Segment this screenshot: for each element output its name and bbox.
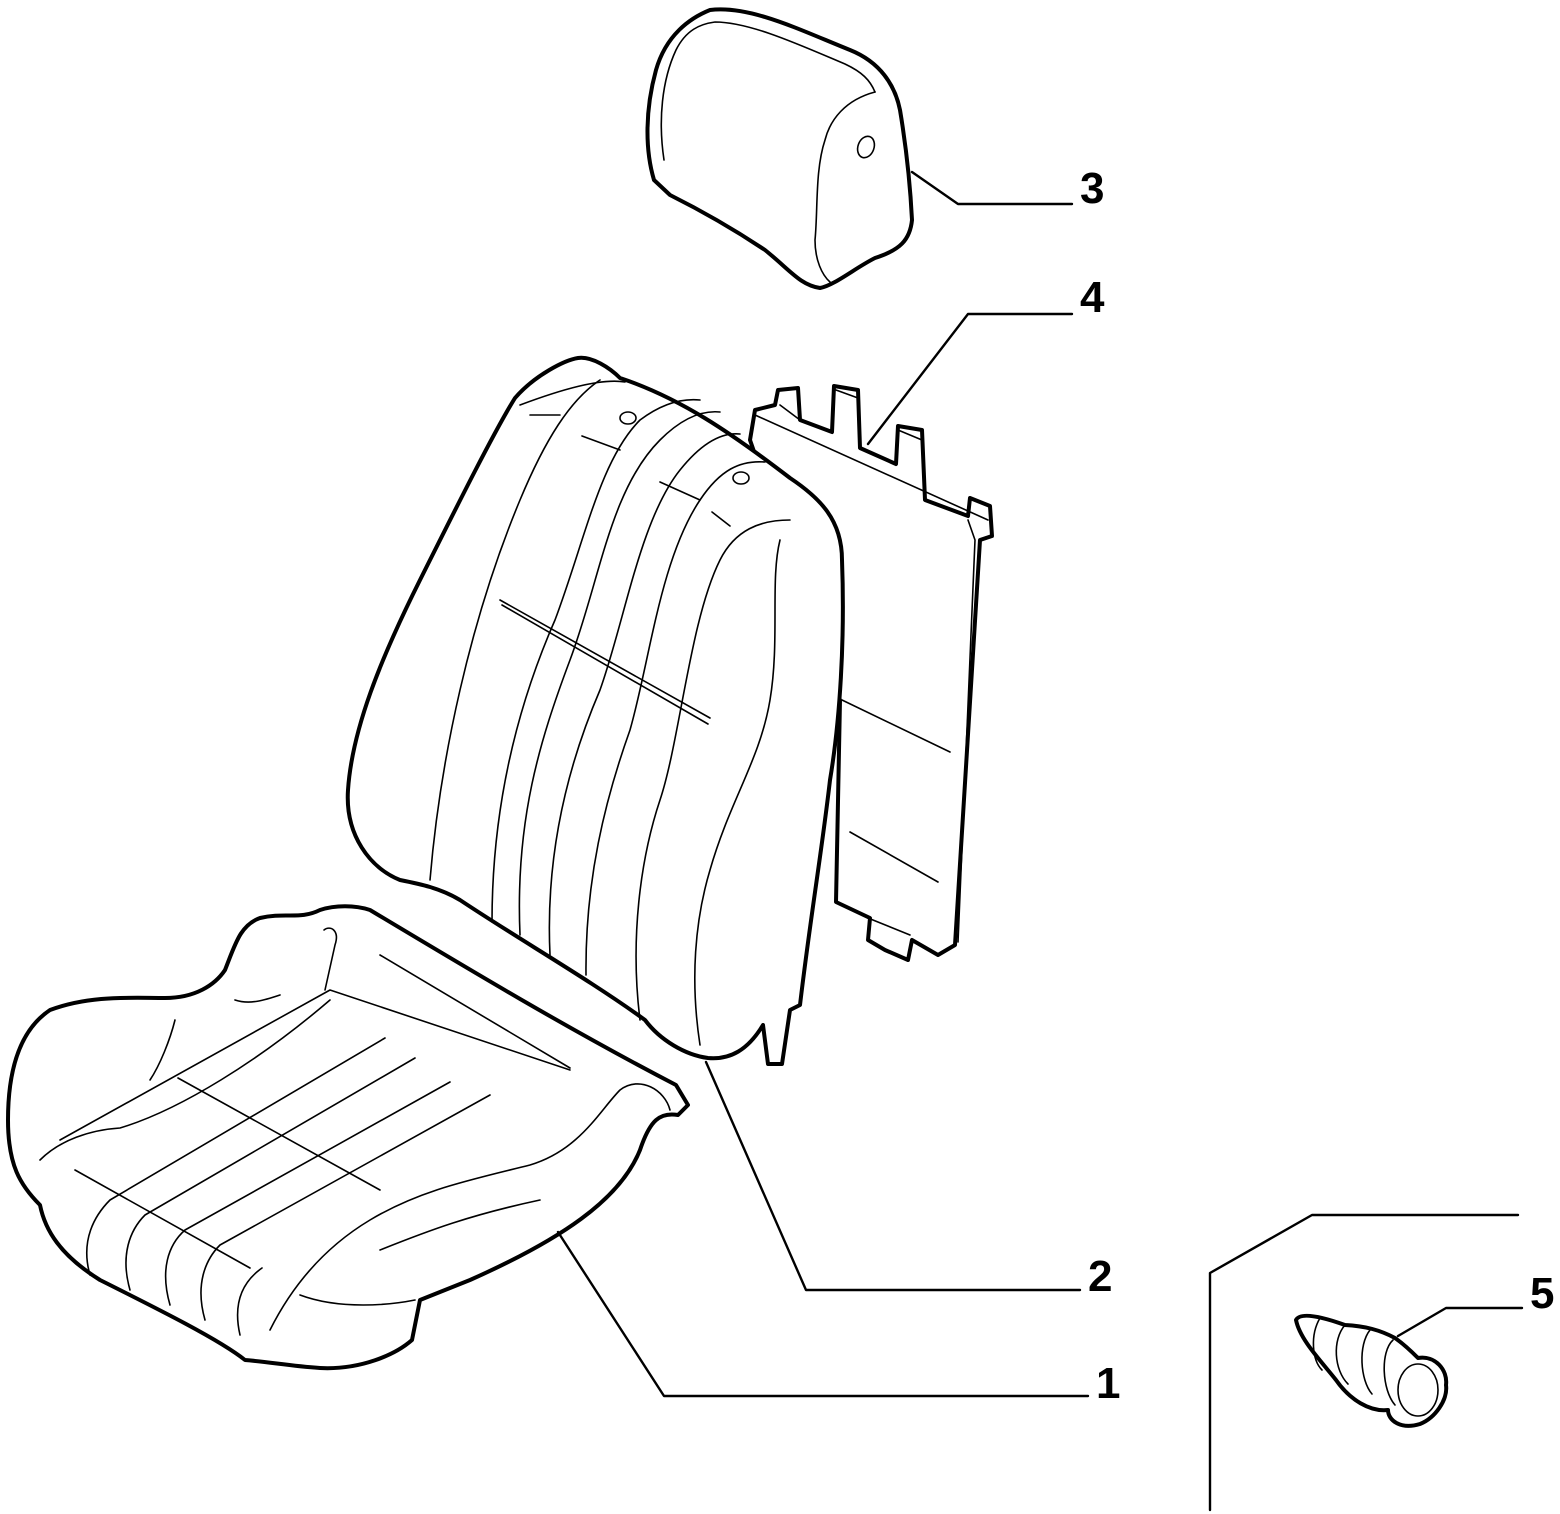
leader-4 — [866, 312, 1074, 446]
leader-1 — [556, 1230, 1090, 1398]
backrest-cover-part — [345, 355, 845, 1066]
headrest-part — [645, 7, 914, 290]
fastener-clip-part — [1294, 1313, 1449, 1428]
callout-labels: 3 4 2 1 5 — [1080, 164, 1554, 1408]
callout-5: 5 — [1530, 1269, 1554, 1318]
callout-1: 1 — [1096, 1359, 1120, 1408]
leader-lines — [556, 170, 1524, 1512]
callout-3: 3 — [1080, 164, 1104, 213]
seat-cushion-part — [6, 904, 690, 1371]
callout-4: 4 — [1080, 273, 1105, 322]
callout-2: 2 — [1088, 1252, 1112, 1301]
leader-2 — [704, 1060, 1082, 1292]
leader-5 — [1396, 1306, 1524, 1338]
leader-3 — [910, 170, 1074, 206]
inset-frame — [1208, 1213, 1520, 1512]
